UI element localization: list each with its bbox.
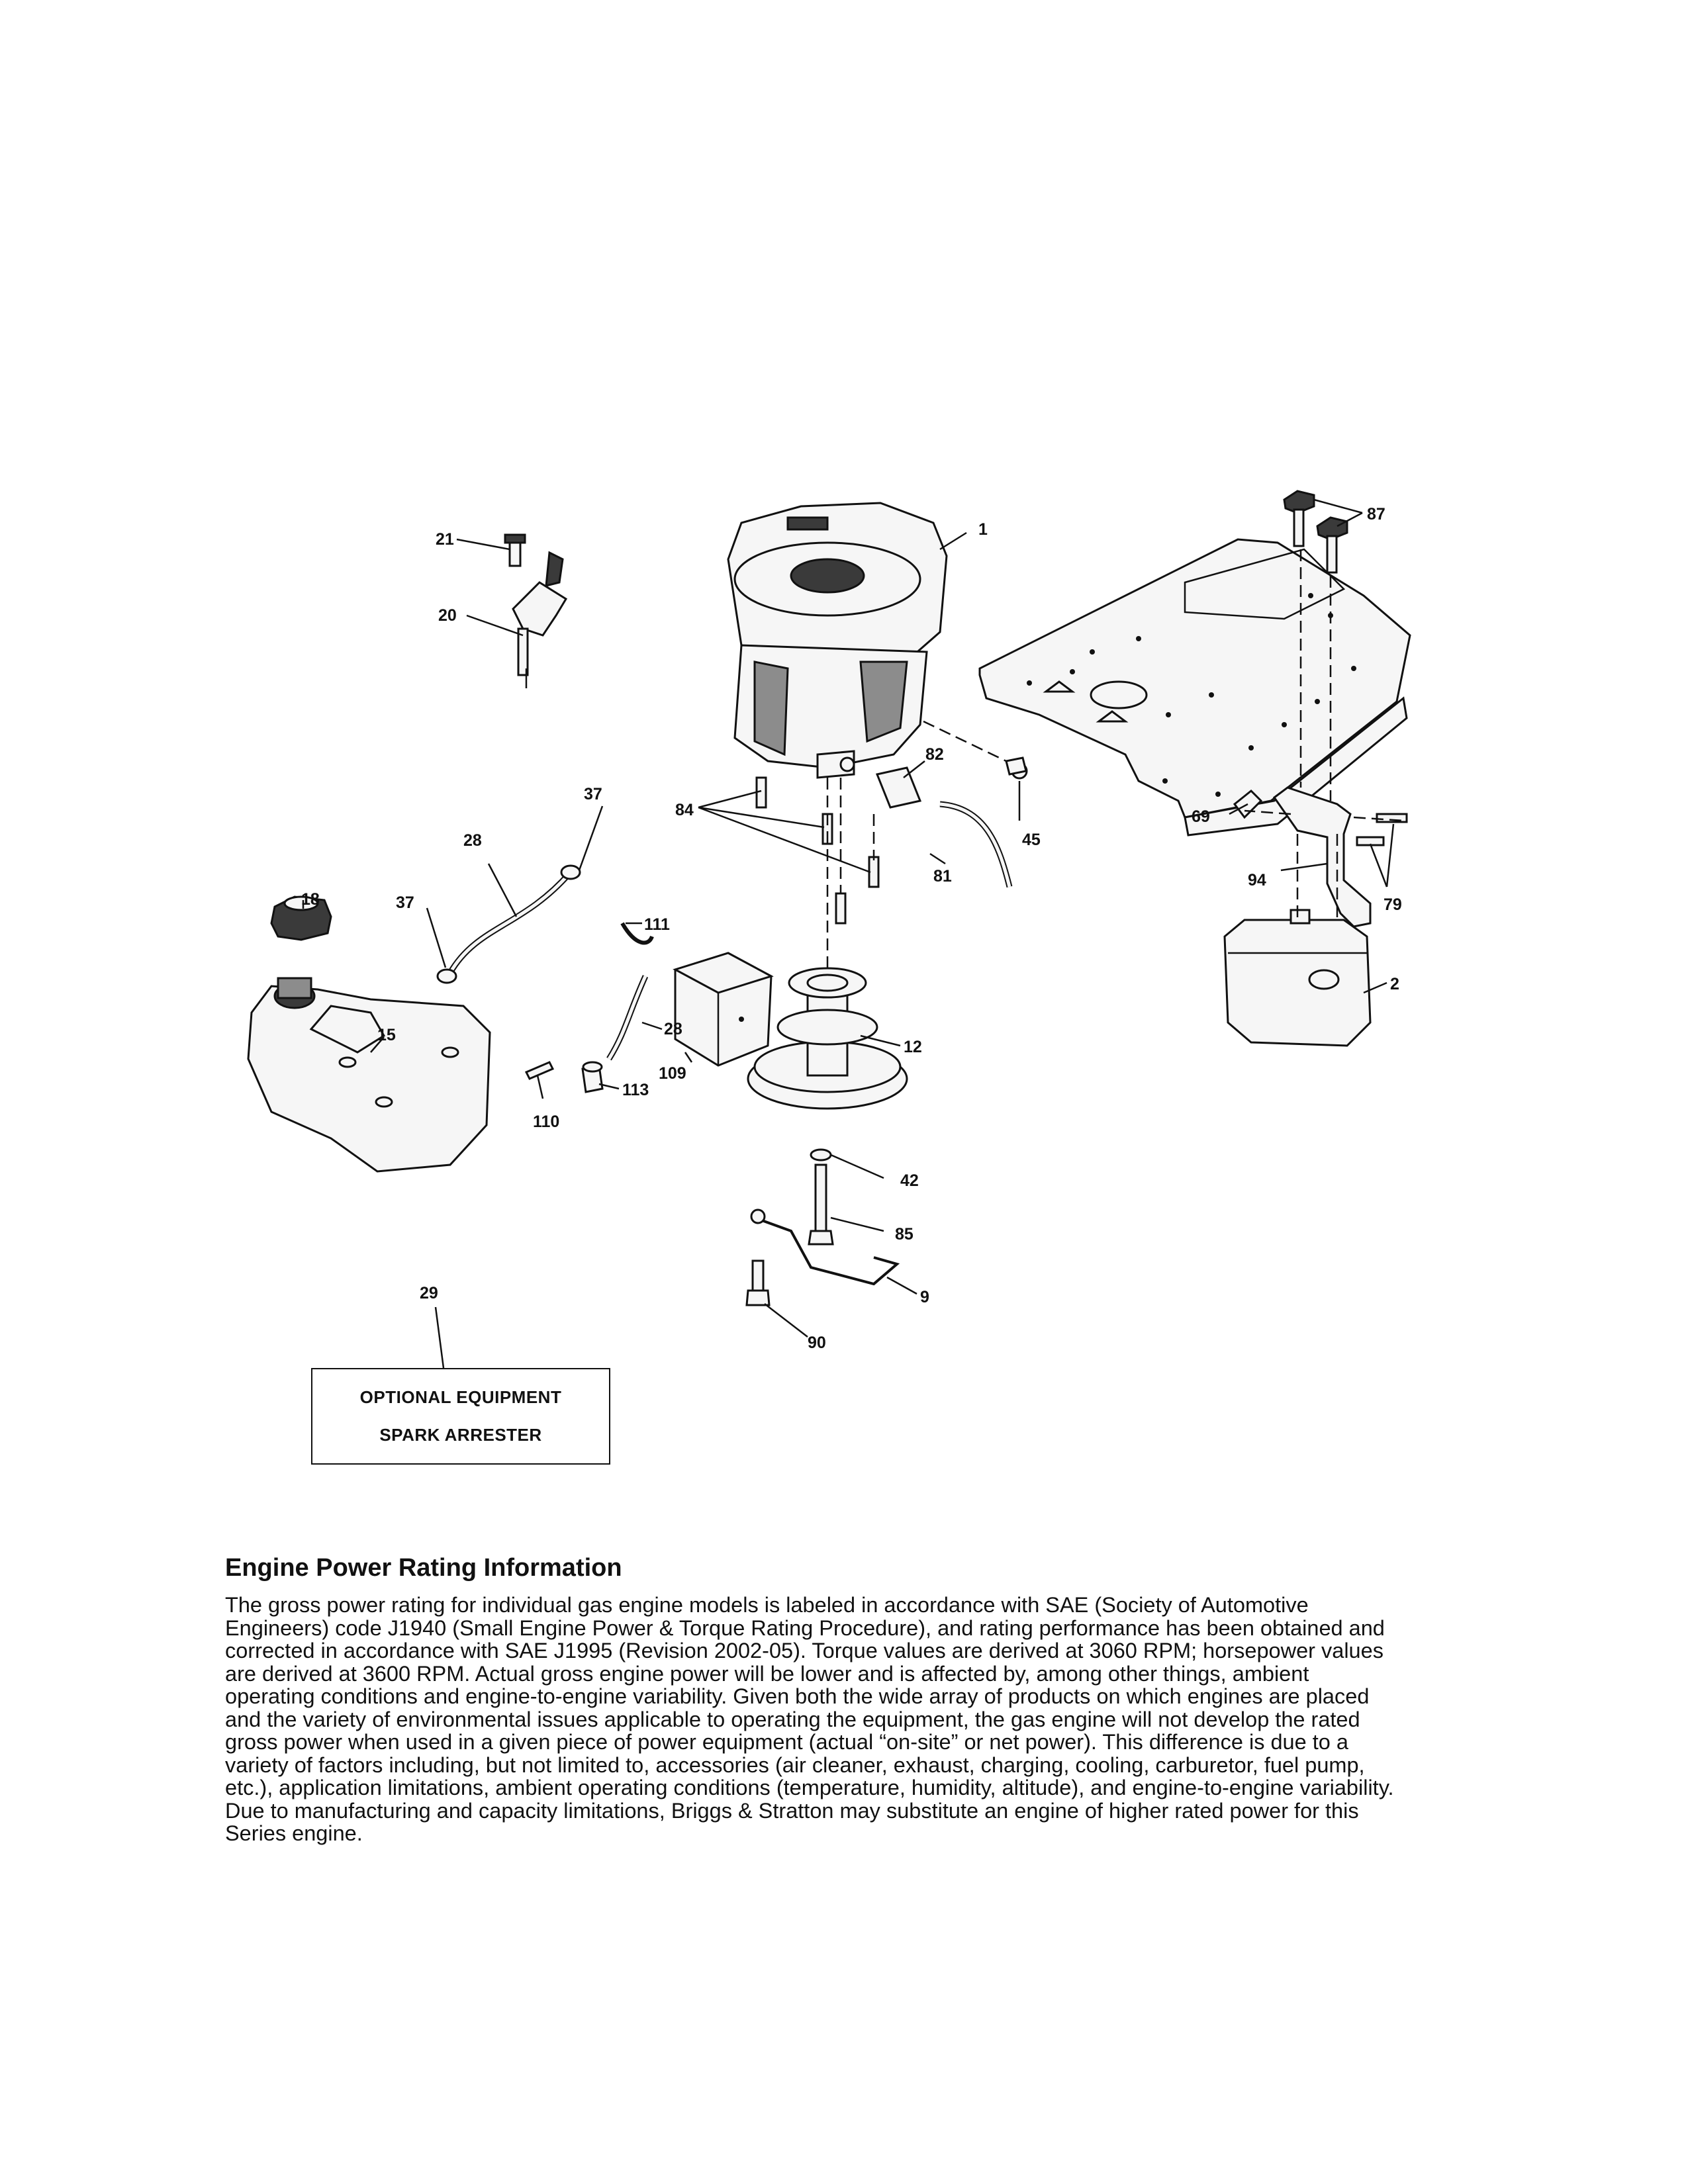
callout-81: 81 [933,867,952,886]
callout-12: 12 [904,1038,922,1056]
callout-42: 42 [900,1171,919,1190]
callout-1: 1 [978,520,988,539]
chassis-plate-part [978,538,1411,837]
callout-18: 18 [301,890,320,909]
callout-28-lower: 28 [664,1020,682,1038]
pulley-part [747,967,908,1110]
fuel-hose-part [875,762,1028,888]
callout-113: 113 [622,1081,649,1099]
bolts-part-87 [1283,490,1348,574]
callout-85: 85 [895,1225,914,1244]
parts-diagram: 1 2 9 12 15 18 20 21 28 28 29 37 37 42 4… [247,490,1411,1369]
fuel-line-part [436,864,649,1061]
callout-79: 79 [1383,895,1402,914]
callout-labels: 1 2 9 12 15 18 20 21 28 28 29 37 37 42 4… [301,505,1402,1352]
fuel-tank-part [247,977,491,1173]
callout-109: 109 [659,1064,686,1083]
alignment-lines [826,549,1404,973]
callout-69: 69 [1192,807,1210,826]
engine-power-title: Engine Power Rating Information [225,1554,622,1582]
callout-28-upper: 28 [463,831,482,850]
callout-37-lower: 37 [396,893,414,912]
callout-21: 21 [436,530,454,549]
callout-111: 111 [644,915,670,934]
optional-equipment-label: OPTIONAL EQUIPMENT [359,1387,562,1407]
control-box-part [673,952,774,1067]
leader-lines [302,498,1395,1369]
fuel-fitting-parts [524,922,654,1093]
callout-20: 20 [438,606,457,625]
callout-9: 9 [920,1288,929,1306]
callout-82: 82 [925,745,944,764]
callout-37-upper: 37 [584,785,602,803]
engine-part [727,502,948,779]
bracket-part [745,1148,900,1306]
callout-87: 87 [1367,505,1385,523]
throttle-control-part [504,533,568,688]
callout-94: 94 [1248,871,1266,889]
callout-110: 110 [533,1113,559,1131]
spark-arrester-label: SPARK ARRESTER [379,1425,542,1445]
engine-power-body: The gross power rating for individual ga… [225,1593,1394,1845]
callout-90: 90 [808,1334,826,1352]
callout-29: 29 [420,1284,438,1302]
muffler-part [1223,909,1372,1047]
callout-2: 2 [1390,975,1399,993]
callout-45: 45 [1022,831,1041,849]
callout-15: 15 [377,1026,396,1044]
callout-84: 84 [675,801,694,819]
fuel-cap-part [270,895,332,941]
optional-equipment-box: OPTIONAL EQUIPMENT SPARK ARRESTER [311,1368,610,1465]
